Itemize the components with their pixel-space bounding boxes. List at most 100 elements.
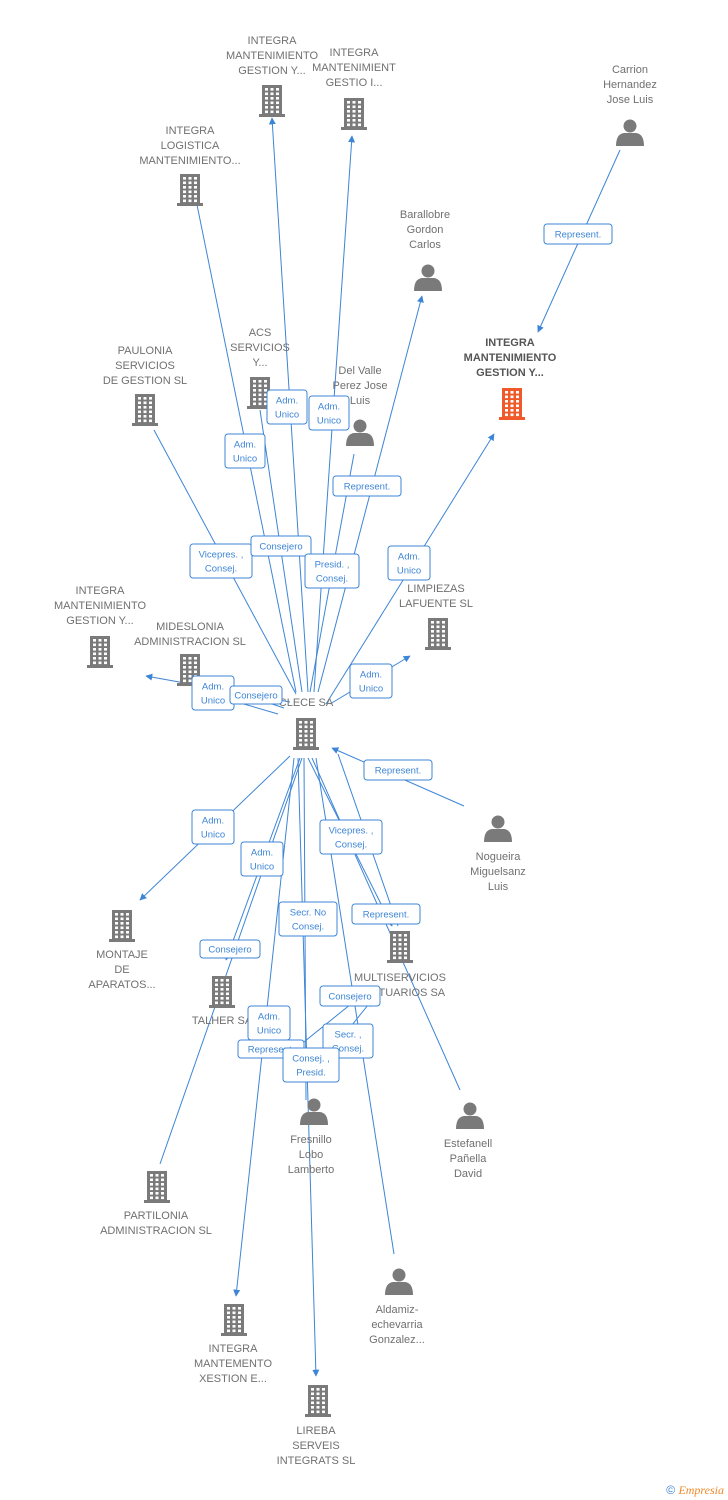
edge-label-consej-presid[interactable]: Consej. ,Presid. <box>282 1047 340 1083</box>
node-label-line: Del Valle <box>338 365 381 377</box>
node-label-line: MIDESLONIA <box>156 621 225 633</box>
edge-line <box>159 757 303 1165</box>
edge-label-box <box>319 819 383 855</box>
edge-label-text: Consej. <box>316 574 348 585</box>
node-label-line: Nogueira <box>476 851 522 863</box>
node-clece[interactable]: CLECE SA <box>279 697 334 750</box>
edge-label-paulonia-adm[interactable]: Adm.Unico <box>224 433 266 469</box>
building-icon <box>425 618 451 650</box>
edge-label-partilonia[interactable]: Consejero <box>199 939 261 959</box>
building-icon <box>387 931 413 963</box>
edge-label-text: Unico <box>257 1026 281 1037</box>
node-label-line: GESTIO I... <box>326 77 383 89</box>
node-label-line: MANTENIMIENT <box>312 62 396 74</box>
node-label-line: MANTENIMIENTO... <box>139 155 240 167</box>
building-icon <box>144 1171 170 1203</box>
edge-label-carrion[interactable]: Represent. <box>543 223 613 245</box>
node-label-line: Hernandez <box>603 79 657 91</box>
node-label-line: Y... <box>252 357 267 369</box>
edge-label-box <box>282 1047 340 1083</box>
edge-label-fresnillo-adm[interactable]: Adm.Unico <box>247 1005 291 1041</box>
building-icon <box>132 394 158 426</box>
edge-label-delvalle[interactable]: Represent. <box>332 475 402 497</box>
edge-label-acs-2[interactable]: Adm.Unico <box>308 395 350 431</box>
node-label-line: Perez Jose <box>332 380 387 392</box>
node-label-line: INTEGRA <box>166 125 216 137</box>
edge-label-acs-1[interactable]: Adm.Unico <box>266 389 308 425</box>
edge-label-text: Secr. No <box>290 908 326 919</box>
node-label-line: Lobo <box>299 1149 323 1161</box>
edge-label-text: Unico <box>317 416 341 427</box>
edge-label-mideslonia-adm[interactable]: Adm.Unico <box>191 675 235 711</box>
edge-label-box <box>349 663 393 699</box>
edge-label-box <box>229 685 283 705</box>
edge-label-multi-rep[interactable]: Represent. <box>351 903 421 925</box>
edge-label-presid[interactable]: Presid. ,Consej. <box>304 553 360 589</box>
edge-label-box <box>191 809 235 845</box>
node-aldamiz[interactable]: Aldamiz-echevarriaGonzalez... <box>369 1268 425 1347</box>
edge-label-box <box>308 395 350 431</box>
edge-label-text: Represent. <box>555 230 601 241</box>
edge-label-estefanell[interactable]: Vicepres. ,Consej. <box>319 819 383 855</box>
edge-label-integra-focus[interactable]: Adm.Unico <box>387 545 431 581</box>
node-integra-mantenimient-gestio[interactable]: INTEGRA MANTENIMIENT GESTIO I... <box>312 47 396 130</box>
node-label-line: Pañella <box>450 1153 488 1165</box>
edge-label-text: Unico <box>201 696 225 707</box>
edge-label-montaje[interactable]: Adm.Unico <box>191 809 235 845</box>
edge-label-box <box>543 223 613 245</box>
edge-label-text: Consej. <box>332 1044 364 1055</box>
node-label-line: INTEGRA <box>330 47 380 59</box>
node-label-line: INTEGRA <box>209 1343 259 1355</box>
edge-label-box <box>363 759 433 781</box>
node-label-line: David <box>454 1168 482 1180</box>
edge-label-paulonia-vice[interactable]: Vicepres. ,Consej. <box>189 543 253 579</box>
node-montaje[interactable]: MONTAJEDEAPARATOS... <box>88 910 156 991</box>
edge-label-limpiezas[interactable]: Adm.Unico <box>349 663 393 699</box>
building-icon <box>305 1385 331 1417</box>
edge-label-multi-cons[interactable]: Consejero <box>319 985 381 1007</box>
node-label-line: MANTENIMIENTO <box>464 352 557 364</box>
edge-label-box <box>240 841 284 877</box>
node-talher[interactable]: TALHER SA <box>192 976 253 1027</box>
edge-label-box <box>250 535 312 557</box>
node-label-line: Luis <box>350 395 371 407</box>
node-label-line: MULTISERVICIOS <box>354 972 446 984</box>
building-icon <box>109 910 135 942</box>
edge-label-text: Adm. <box>360 670 382 681</box>
edge-label-box <box>332 475 402 497</box>
edge-label-consejero-top[interactable]: Consejero <box>250 535 312 557</box>
node-label-line: MANTENIMIENTO <box>54 600 147 612</box>
edge-label-nogueira[interactable]: Represent. <box>363 759 433 781</box>
empresia-logo[interactable]: Empresia <box>678 1483 724 1497</box>
node-label-line: SERVEIS <box>292 1440 340 1452</box>
person-icon <box>385 1268 413 1295</box>
node-label-line: INTEGRA <box>248 35 298 47</box>
node-label-line: echevarria <box>371 1319 423 1331</box>
node-label-line: DE <box>114 964 129 976</box>
person-icon <box>346 419 374 446</box>
node-integra-logistica[interactable]: INTEGRALOGISTICAMANTENIMIENTO... <box>139 125 241 206</box>
person-icon <box>414 264 442 291</box>
edge-label-talher-adm[interactable]: Adm.Unico <box>240 841 284 877</box>
edge-label-mideslonia-cons[interactable]: Consejero <box>229 685 283 705</box>
edge-label-text: Consejero <box>234 691 277 702</box>
node-acs[interactable]: ACSSERVICIOSY... <box>230 327 290 409</box>
node-label-line: XESTION E... <box>199 1373 267 1385</box>
node-label-line: Gonzalez... <box>369 1334 425 1346</box>
